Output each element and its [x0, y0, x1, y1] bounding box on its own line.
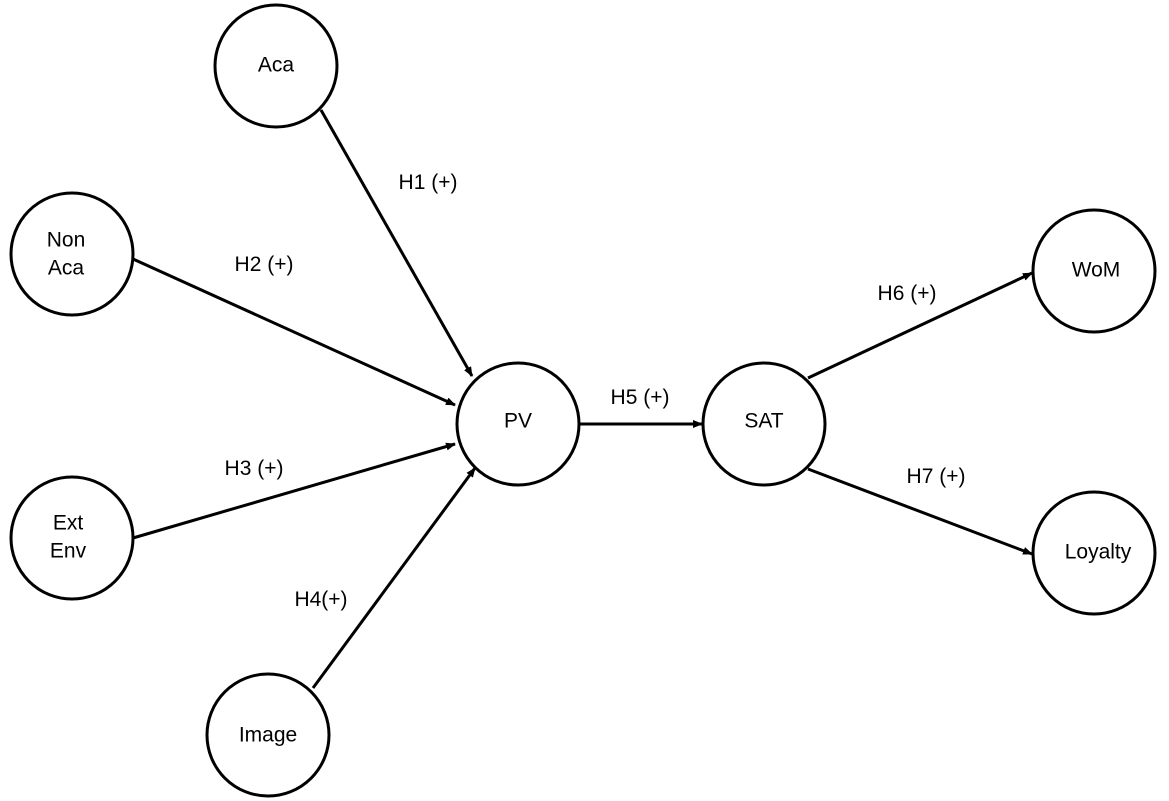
edge-h6-label: H6 (+)	[878, 282, 937, 305]
node-non-aca-label-line1: Non	[47, 229, 86, 252]
edge-h7-arrow	[807, 467, 1033, 556]
node-sat-label: SAT	[744, 410, 783, 433]
edge-h1-arrow	[319, 109, 474, 377]
node-pv: PV	[455, 361, 581, 487]
node-image-label: Image	[239, 724, 297, 747]
edge-h7-label: H7 (+)	[907, 465, 966, 488]
node-sat: SAT	[701, 361, 827, 487]
node-non-aca: Non Aca	[9, 191, 135, 317]
node-non-aca-label-line2: Aca	[48, 257, 85, 280]
edge-h4-label: H4(+)	[294, 588, 347, 611]
edge-h6-arrow	[807, 271, 1033, 380]
node-wom-label: WoM	[1072, 259, 1121, 282]
node-ext-env-label-line2: Env	[50, 540, 87, 563]
edge-h2-arrow	[132, 257, 456, 407]
node-ext-env: Ext Env	[9, 475, 135, 601]
node-aca: Aca	[213, 3, 339, 129]
edge-h3-arrow	[132, 442, 456, 540]
node-wom: WoM	[1031, 208, 1157, 334]
edge-h4-arrow	[311, 467, 477, 689]
node-aca-label: Aca	[258, 54, 295, 77]
node-pv-label: PV	[504, 410, 532, 433]
node-loyalty-label: Loyalty	[1065, 541, 1132, 564]
edge-h3-label: H3 (+)	[225, 457, 284, 480]
node-loyalty: Loyalty	[1031, 490, 1157, 616]
edge-h2-label: H2 (+)	[235, 253, 294, 276]
node-ext-env-label-line1: Ext	[53, 512, 84, 535]
edge-h1-label: H1 (+)	[399, 171, 458, 194]
node-image: Image	[205, 672, 331, 798]
edge-h5-label: H5 (+)	[611, 386, 670, 409]
